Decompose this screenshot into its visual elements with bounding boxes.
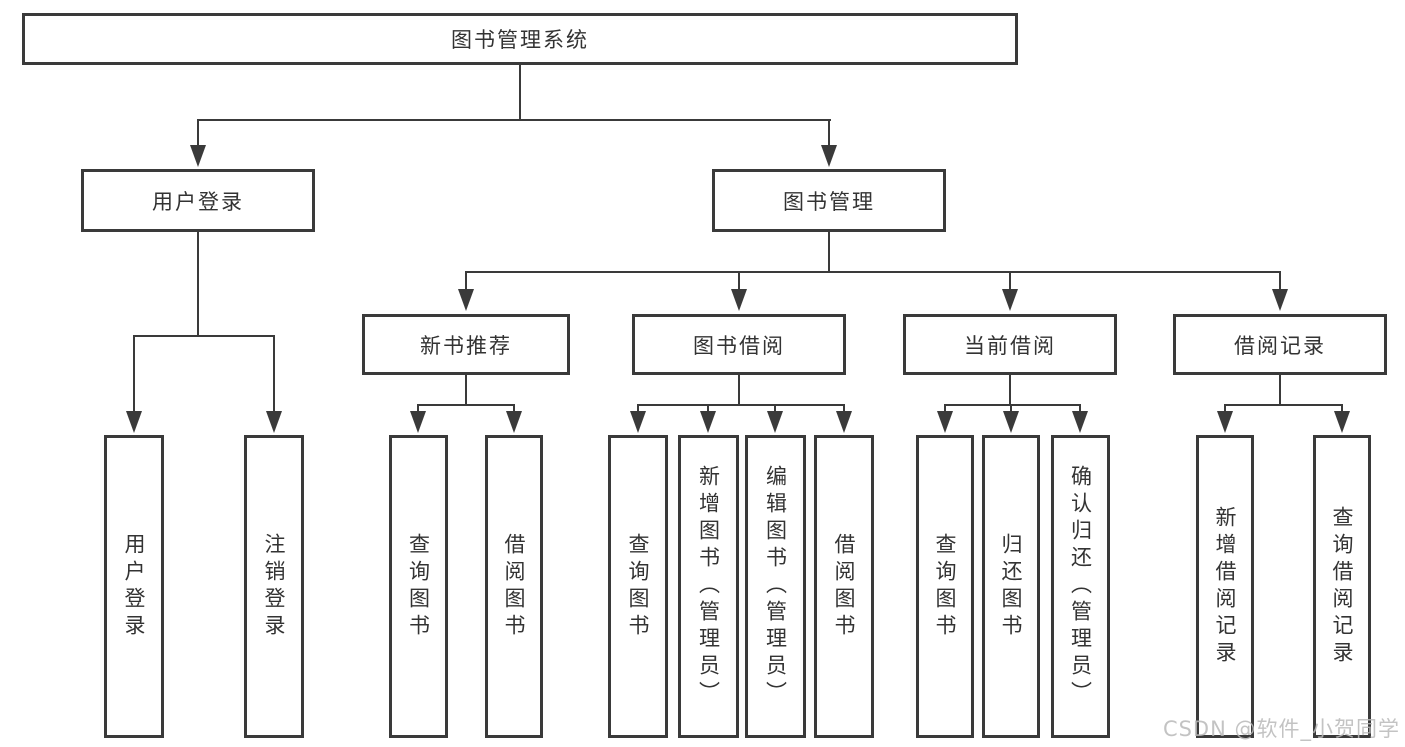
connector-borrow-hbar <box>637 404 845 406</box>
node-new-book-recommend: 新书推荐 <box>362 314 570 375</box>
arrow-down-icon <box>1003 411 1019 433</box>
leaf-label: 注销登录 <box>262 532 286 641</box>
arrow-down-icon <box>731 289 747 311</box>
connector-drop-leaf <box>1010 404 1012 416</box>
arrow-down-icon <box>937 411 953 433</box>
arrow-down-icon <box>1002 289 1018 311</box>
node-label: 新书推荐 <box>420 333 512 358</box>
connector-current-hbar <box>944 404 1081 406</box>
connector-records-trunk <box>1279 375 1281 405</box>
connector-drop-leaf <box>1079 404 1081 416</box>
leaf-label: 新增图书（管理员） <box>696 465 721 708</box>
connector-drop-login <box>197 119 199 147</box>
leaf-label: 借阅图书 <box>832 532 856 641</box>
connector-drop-leaf <box>944 404 946 416</box>
leaf-label: 确认归还（管理员） <box>1068 465 1093 708</box>
watermark: CSDN @软件_小贺同学 <box>1162 717 1400 741</box>
connector-mgmt-hbar <box>465 271 1281 273</box>
leaf-query-borrow-record: 查询借阅记录 <box>1313 435 1371 738</box>
arrow-down-icon <box>1072 411 1088 433</box>
connector-drop-leaf <box>637 404 639 416</box>
leaf-query-books-current: 查询图书 <box>916 435 974 738</box>
connector-mgmt-trunk <box>828 232 830 272</box>
leaf-return-book: 归还图书 <box>982 435 1040 738</box>
connector-drop-leaf <box>1224 404 1226 416</box>
leaf-user-login: 用户登录 <box>104 435 164 738</box>
arrow-down-icon <box>821 145 837 167</box>
leaf-query-books-borrow: 查询图书 <box>608 435 668 738</box>
node-label: 图书管理系统 <box>451 28 589 52</box>
connector-drop-current <box>1009 271 1011 293</box>
connector-records-hbar <box>1224 404 1343 406</box>
arrow-down-icon <box>630 411 646 433</box>
node-current-borrow: 当前借阅 <box>903 314 1117 375</box>
connector-drop-records <box>1279 271 1281 293</box>
arrow-down-icon <box>836 411 852 433</box>
connector-drop-leaf <box>273 335 275 413</box>
leaf-borrow-books-recommend: 借阅图书 <box>485 435 543 738</box>
leaf-label: 查询图书 <box>626 532 650 641</box>
connector-drop-leaf <box>843 404 845 416</box>
leaf-add-borrow-record: 新增借阅记录 <box>1196 435 1254 738</box>
connector-login-hbar <box>133 335 275 337</box>
arrow-down-icon <box>1334 411 1350 433</box>
connector-current-trunk <box>1009 375 1011 405</box>
connector-drop-recommend <box>465 271 467 293</box>
node-borrow-records: 借阅记录 <box>1173 314 1387 375</box>
arrow-down-icon <box>266 411 282 433</box>
leaf-logout: 注销登录 <box>244 435 304 738</box>
leaf-borrow-book: 借阅图书 <box>814 435 874 738</box>
node-label: 用户登录 <box>152 189 244 214</box>
connector-drop-leaf <box>513 404 515 416</box>
connector-recommend-trunk <box>465 375 467 405</box>
leaf-label: 用户登录 <box>122 532 146 641</box>
leaf-label: 编辑图书（管理员） <box>763 465 788 708</box>
node-user-login: 用户登录 <box>81 169 315 232</box>
leaf-label: 查询图书 <box>933 532 957 641</box>
connector-drop-borrow <box>738 271 740 293</box>
arrow-down-icon <box>506 411 522 433</box>
node-book-management: 图书管理 <box>712 169 946 232</box>
connector-borrow-trunk <box>738 375 740 405</box>
leaf-confirm-return-admin: 确认归还（管理员） <box>1051 435 1110 738</box>
leaf-add-book-admin: 新增图书（管理员） <box>678 435 739 738</box>
arrow-down-icon <box>1272 289 1288 311</box>
arrow-down-icon <box>458 289 474 311</box>
leaf-edit-book-admin: 编辑图书（管理员） <box>745 435 806 738</box>
arrow-down-icon <box>410 411 426 433</box>
node-label: 借阅记录 <box>1234 333 1326 358</box>
connector-drop-mgmt <box>828 119 830 147</box>
leaf-label: 查询借阅记录 <box>1330 505 1354 668</box>
connector-drop-leaf <box>1341 404 1343 416</box>
arrow-down-icon <box>190 145 206 167</box>
node-book-borrow: 图书借阅 <box>632 314 846 375</box>
arrow-down-icon <box>700 411 716 433</box>
node-label: 图书借阅 <box>693 333 785 358</box>
leaf-query-books-recommend: 查询图书 <box>389 435 448 738</box>
connector-drop-leaf <box>707 404 709 416</box>
connector-drop-leaf <box>774 404 776 416</box>
leaf-label: 新增借阅记录 <box>1213 505 1237 668</box>
connector-drop-leaf <box>417 404 419 416</box>
arrow-down-icon <box>767 411 783 433</box>
leaf-label: 归还图书 <box>999 532 1023 641</box>
node-label: 当前借阅 <box>964 333 1056 358</box>
leaf-label: 查询图书 <box>406 532 431 641</box>
arrow-down-icon <box>126 411 142 433</box>
connector-drop-leaf <box>133 335 135 413</box>
leaf-label: 借阅图书 <box>502 532 526 641</box>
arrow-down-icon <box>1217 411 1233 433</box>
node-library-system: 图书管理系统 <box>22 13 1018 65</box>
connector-login-trunk <box>197 232 199 336</box>
connector-recommend-hbar <box>417 404 515 406</box>
connector-root-trunk <box>519 65 521 120</box>
node-label: 图书管理 <box>783 189 875 214</box>
connector-root-hbar <box>197 119 831 121</box>
